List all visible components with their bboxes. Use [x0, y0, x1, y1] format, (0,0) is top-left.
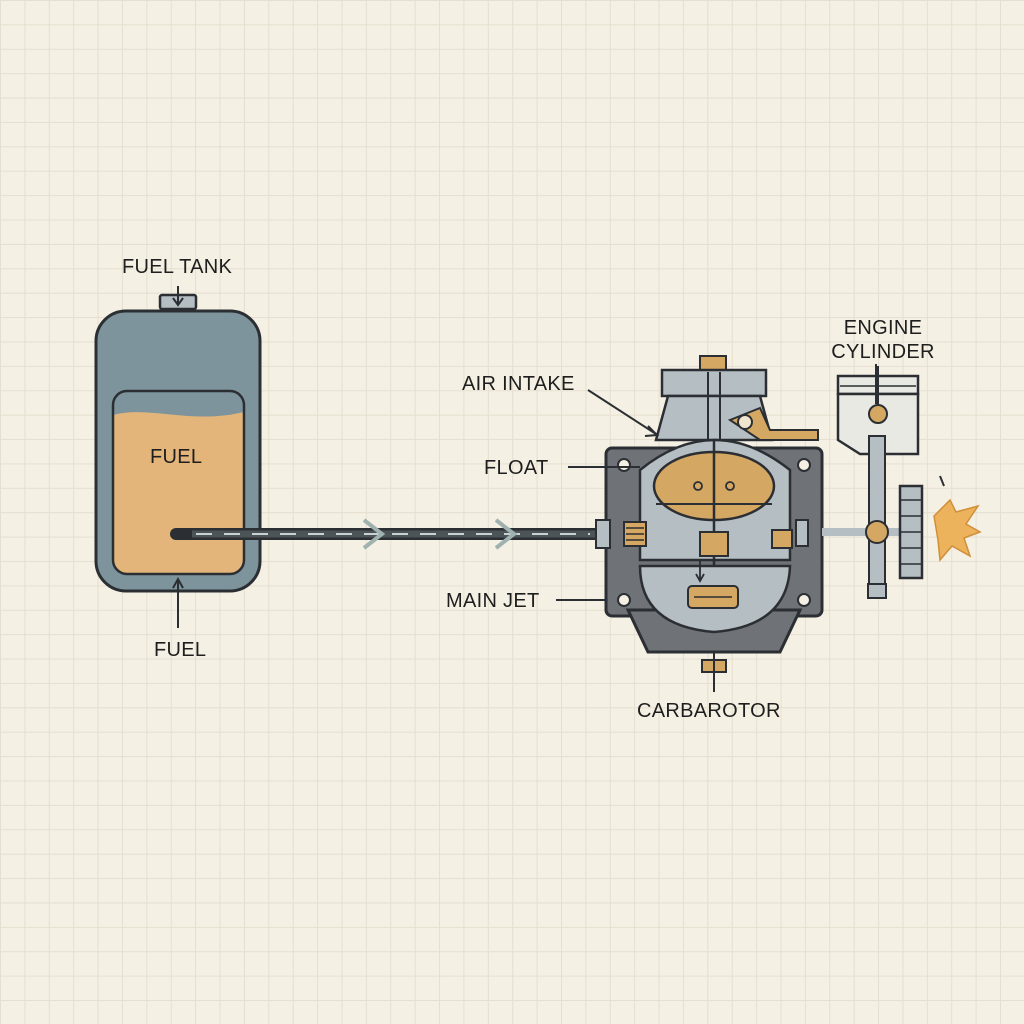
flow-arrow-1 [362, 518, 386, 550]
carburetor-inlet [595, 519, 611, 549]
throttle-linkage [727, 406, 819, 441]
tank-fuel-level [113, 412, 244, 574]
label-fuel-inside: FUEL [150, 446, 203, 468]
fill-arrow-down [172, 286, 184, 307]
fuel-tank [94, 286, 262, 628]
fuel-arrow-up [172, 576, 184, 628]
label-engine-line1: ENGINE [843, 317, 923, 339]
spark-icon [933, 498, 982, 562]
label-float: FLOAT [484, 457, 549, 479]
tank-inner-frame [111, 389, 246, 576]
label-fuel-tank: FUEL TANK [122, 256, 233, 278]
air-intake-leader [587, 389, 660, 437]
flow-arrow-2 [494, 518, 518, 550]
label-carburetor: CARBAROTOR [637, 700, 781, 722]
label-fuel-bottom: FUEL [154, 639, 207, 661]
label-engine-cylinder: ENGINE CYLINDER [828, 316, 938, 364]
fuel-line [170, 518, 608, 550]
label-main-jet: MAIN JET [446, 590, 540, 612]
connecting-rod [868, 435, 886, 587]
air-intake-cap [699, 355, 727, 371]
air-intake-top [660, 368, 768, 398]
leader-lines [556, 364, 877, 601]
engine-cylinder [822, 366, 982, 599]
carburetor [595, 355, 824, 692]
label-engine-line2: CYLINDER [831, 341, 935, 363]
label-air-intake: AIR INTAKE [462, 373, 575, 395]
